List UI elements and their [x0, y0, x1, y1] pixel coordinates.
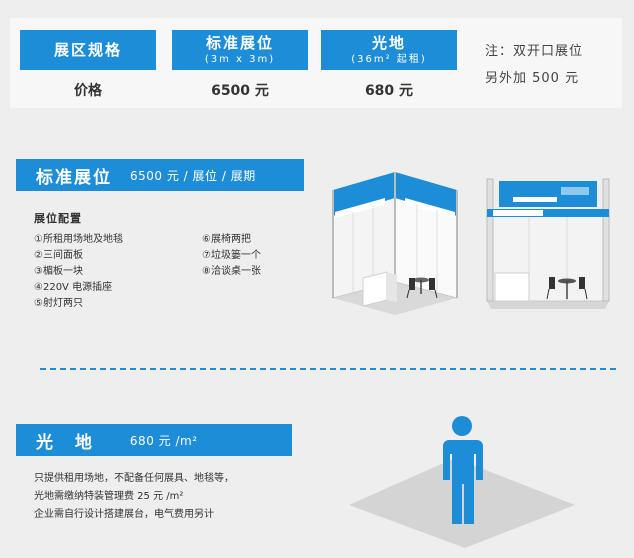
raw-space-description: 只提供租用场地，不配备任何展具、地毯等， 光地需缴纳特装管理费 25 元 /m²… — [34, 470, 234, 524]
config-list-left: ①所租用场地及地毯 ②三间面板 ③楣板一块 ④220V 电源插座 ⑤射灯两只 — [34, 232, 123, 312]
price-table: 展区规格 标准展位 (3m x 3m) 光地 (36m² 起租) 价格 6500… — [10, 18, 622, 108]
header-standard-size: (3m x 3m) — [204, 54, 276, 65]
header-standard-label: 标准展位 — [205, 34, 274, 52]
config-list-right: ⑥展椅两把 ⑦垃圾篓一个 ⑧洽谈桌一张 — [202, 232, 261, 280]
price-note-line: 注：双开口展位 — [485, 44, 584, 59]
person-on-floor-icon — [349, 416, 575, 548]
config-item: ⑤射灯两只 — [34, 298, 83, 309]
standard-booth-title: 标准展位 — [36, 167, 112, 188]
config-item: ⑥展椅两把 — [202, 234, 251, 245]
header-raw-space-min: (36m² 起租) — [351, 54, 427, 65]
config-item: ②三间面板 — [34, 250, 83, 261]
section-divider — [40, 368, 616, 370]
config-title: 展位配置 — [34, 212, 82, 225]
raw-space-price: 680 元 /m² — [129, 433, 198, 448]
price-note-line: 另外加 500 元 — [485, 71, 580, 86]
config-item: ⑦垃圾篓一个 — [202, 250, 261, 261]
raw-space-title: 光 地 — [36, 432, 100, 453]
price-standard-value: 6500 元 — [211, 83, 269, 99]
price-note: 注：双开口展位 另外加 500 元 — [485, 38, 583, 92]
price-raw-space-value: 680 元 — [364, 83, 414, 99]
standard-booth-price: 6500 元 / 展位 / 展期 — [130, 168, 256, 183]
header-spec: 展区规格 — [20, 30, 156, 70]
raw-space-bar: 光 地 680 元 /m² — [16, 424, 292, 456]
standard-booth-bar: 标准展位 6500 元 / 展位 / 展期 — [16, 159, 304, 191]
raw-space-desc-line: 光地需缴纳特装管理费 25 元 /m² — [34, 491, 184, 502]
header-standard: 标准展位 (3m x 3m) — [172, 30, 308, 70]
config-item: ①所租用场地及地毯 — [34, 234, 123, 245]
booth-illustration-front — [486, 178, 610, 309]
header-spec-label: 展区规格 — [53, 41, 122, 59]
price-row-label: 价格 — [74, 83, 102, 99]
raw-space-desc-line: 只提供租用场地，不配备任何展具、地毯等， — [34, 473, 234, 484]
config-item: ④220V 电源插座 — [34, 282, 113, 293]
config-item: ③楣板一块 — [34, 266, 83, 277]
config-item: ⑧洽谈桌一张 — [202, 266, 261, 277]
header-raw-space: 光地 (36m² 起租) — [321, 30, 457, 70]
header-raw-space-label: 光地 — [371, 34, 406, 52]
booth-illustration-corner — [332, 172, 458, 315]
raw-space-desc-line: 企业需自行设计搭建展台，电气费用另计 — [34, 509, 214, 520]
